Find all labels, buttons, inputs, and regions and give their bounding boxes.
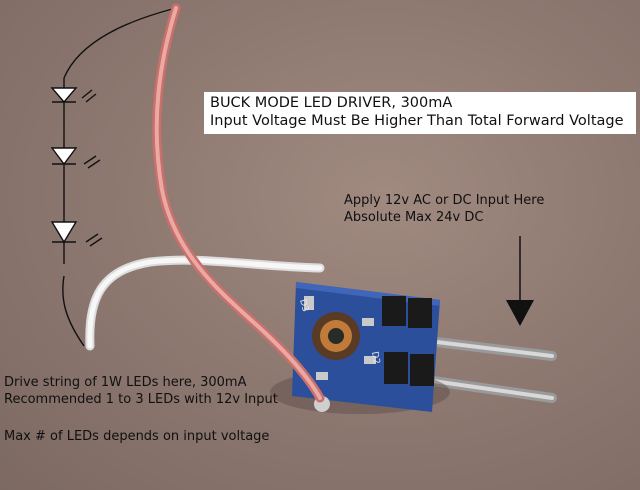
- note-label: Max # of LEDs depends on input voltage: [4, 429, 270, 444]
- silkscreen-d3: D3: [297, 298, 310, 313]
- smd-chip-2: [408, 298, 432, 328]
- smd-chip-4: [410, 354, 434, 386]
- input-label-line-2: Absolute Max 24v DC: [344, 210, 484, 225]
- led-diode-2-icon: [50, 147, 78, 166]
- input-pins: [407, 335, 557, 403]
- title-line-2: Input Voltage Must Be Higher Than Total …: [210, 113, 624, 129]
- smd-chip-1: [382, 296, 406, 326]
- led-diode-3-icon: [50, 221, 78, 244]
- input-arrow-icon: [506, 236, 534, 326]
- silkscreen-d2: D2: [369, 351, 381, 365]
- led-diode-1-icon: [50, 87, 78, 104]
- schematic-wire-top: [63, 7, 177, 79]
- output-label-line-1: Drive string of 1W LEDs here, 300mA: [4, 375, 247, 390]
- input-label: Apply 12v AC or DC Input Here Absolute M…: [344, 192, 544, 226]
- schematic-wire-bottom: [62, 275, 85, 347]
- smd-chip-3: [384, 352, 408, 384]
- input-label-line-1: Apply 12v AC or DC Input Here: [344, 193, 545, 208]
- title-box: BUCK MODE LED DRIVER, 300mA Input Voltag…: [204, 92, 636, 134]
- emission-arrows-2-icon: [83, 155, 101, 169]
- emission-arrows-1-icon: [81, 89, 97, 103]
- pcb-board: [292, 282, 440, 412]
- emission-arrows-3-icon: [85, 233, 103, 247]
- led-schematic: [50, 7, 177, 347]
- output-label-line-2: Recommended 1 to 3 LEDs with 12v Input: [4, 392, 278, 407]
- title-line-1: BUCK MODE LED DRIVER, 300mA: [210, 95, 453, 111]
- output-label: Drive string of 1W LEDs here, 300mA Reco…: [4, 374, 278, 408]
